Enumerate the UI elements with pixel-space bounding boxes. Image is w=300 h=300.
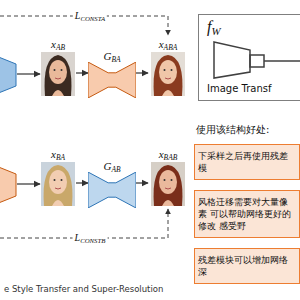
- network-figure: [214, 42, 250, 78]
- eye: [164, 69, 166, 71]
- subscript: AB: [111, 165, 120, 174]
- eye: [164, 179, 166, 181]
- generator-shape: [88, 172, 136, 208]
- subscript: CONSTA: [80, 15, 105, 22]
- neck: [162, 90, 174, 96]
- mouth: [55, 78, 61, 79]
- eye: [54, 179, 56, 181]
- hair: [154, 55, 183, 96]
- eye: [171, 179, 173, 181]
- generator-part: [0, 56, 16, 94]
- note-text: 残差模块可以增加网络深: [198, 254, 296, 278]
- eye: [171, 69, 173, 71]
- subscript: ABA: [164, 43, 178, 52]
- mouth: [165, 78, 171, 79]
- face-photo: [41, 52, 75, 96]
- heading-text: 使用该结构好处:: [196, 124, 269, 136]
- subscript: W: [211, 25, 220, 37]
- node-label: fW: [207, 17, 297, 38]
- generator-box: GBA: [88, 50, 136, 98]
- photo-ground: [41, 162, 75, 206]
- subscript: AB: [56, 43, 65, 52]
- face-photo: [151, 52, 185, 96]
- image-node: xBA: [40, 148, 76, 206]
- text-part: x: [51, 148, 56, 160]
- text-part: x: [159, 148, 164, 160]
- text-part: L: [75, 10, 81, 21]
- node-label: Image Transf: [207, 82, 297, 96]
- eye: [61, 179, 63, 181]
- neck: [162, 200, 174, 206]
- node-label: GAB: [88, 160, 136, 174]
- loss-label: LCONSTB: [73, 232, 108, 244]
- note-box: 残差模块可以增加网络深: [194, 248, 300, 284]
- flow-arrow: [136, 72, 148, 73]
- flow-line: [17, 73, 40, 74]
- photo-ground: [151, 52, 185, 96]
- mouth: [55, 188, 61, 189]
- hair: [154, 165, 183, 206]
- subscript: CONSTB: [80, 237, 105, 244]
- loss-label: LCONSTA: [73, 10, 107, 22]
- mouth: [165, 188, 171, 189]
- flow-arrow: [136, 182, 148, 183]
- image-node: xBAB: [148, 148, 188, 206]
- eye: [61, 69, 63, 71]
- flow-line: [17, 183, 40, 184]
- image-node: xABA: [148, 38, 188, 96]
- text-part: G: [103, 50, 111, 62]
- subscript: BA: [111, 55, 120, 64]
- loss-line: [0, 16, 168, 35]
- text-part: x: [51, 38, 56, 50]
- node-label: xAB: [40, 38, 76, 52]
- network-box: fW Image Transf: [198, 14, 300, 101]
- photo-ground: [151, 162, 185, 206]
- neck: [52, 90, 64, 96]
- generator-part: [0, 166, 16, 204]
- text-part: x: [159, 38, 164, 50]
- generator-box: GAB: [88, 160, 136, 208]
- subscript: BA: [56, 153, 65, 162]
- generator-shape: [88, 172, 136, 208]
- face: [49, 170, 67, 194]
- image-node: xAB: [40, 38, 76, 96]
- generator-shape: [88, 62, 136, 98]
- node-label: xBA: [40, 148, 76, 162]
- note-text: 下采样之后再使用残差模: [198, 150, 296, 174]
- eye: [54, 69, 56, 71]
- text-part: f: [207, 18, 211, 35]
- note-text: 风格迁移需要对大量像素 可以帮助网络更好的修改 感受野: [198, 196, 296, 232]
- face-photo: [151, 162, 185, 206]
- note-box: 风格迁移需要对大量像素 可以帮助网络更好的修改 感受野: [194, 190, 300, 238]
- hair: [45, 55, 72, 96]
- text-part: L: [75, 232, 81, 243]
- node-label: xBAB: [148, 148, 188, 162]
- network-figure: [250, 55, 264, 67]
- neck: [52, 200, 64, 206]
- face: [49, 60, 67, 84]
- generator-shape: [88, 62, 136, 98]
- node-label: xABA: [148, 38, 188, 52]
- face: [159, 60, 177, 84]
- network-figure: [264, 60, 300, 62]
- photo-ground: [41, 52, 75, 96]
- flow-arrow: [76, 72, 88, 73]
- node-label: GBA: [88, 50, 136, 64]
- note-box: 下采样之后再使用残差模: [194, 144, 300, 180]
- hair: [44, 165, 73, 206]
- flow-arrow: [76, 182, 88, 183]
- caption: e Style Transfer and Super-Resolution: [4, 284, 163, 294]
- subscript: BAB: [164, 153, 178, 162]
- face: [159, 170, 177, 194]
- text-part: G: [103, 160, 111, 172]
- face-photo: [41, 162, 75, 206]
